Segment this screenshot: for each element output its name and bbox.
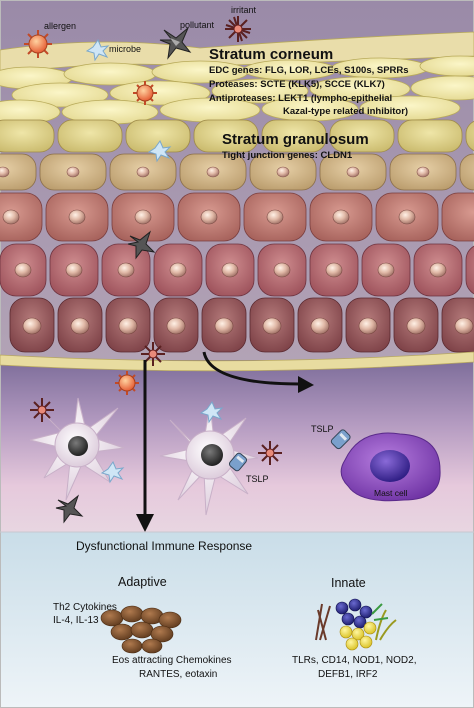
edc-genes-value: FLG, LOR, LCEs, S100s, SPRRs: [264, 65, 409, 76]
antiproteases-key: Antiproteases:: [209, 93, 276, 104]
antiproteases-value: LEKT1 (lympho-epithelial: [278, 93, 393, 104]
tslp-label-mast: TSLP: [311, 424, 334, 434]
granular-nuclei: [0, 166, 430, 178]
mast-cell-label: Mast cell: [374, 488, 408, 498]
tslp-receptor-icon-2: [330, 429, 351, 450]
pollutant-penetrating-icon: [127, 230, 156, 260]
allergen-penetrating-icon: [133, 81, 157, 105]
stratum-granulosum-title: Stratum granulosum: [222, 131, 369, 148]
tight-junction-key: Tight junction genes:: [222, 150, 318, 161]
epidermal-nuclei: [2, 209, 474, 335]
corneocyte-layer: [0, 31, 474, 125]
il4-il13-label: IL-4, IL-13: [53, 615, 99, 626]
pollutant-dermis-icon: [55, 494, 84, 524]
adaptive-title: Adaptive: [118, 575, 167, 589]
th2-cytokines-label: Th2 Cytokines: [53, 602, 117, 613]
dendritic-cell-2: [159, 404, 259, 516]
basement-membrane: [0, 351, 474, 372]
allergen-label: allergen: [44, 21, 77, 31]
innate-genes-line-2: DEFB1, IRF2: [318, 669, 378, 680]
edc-genes-line: EDC genes: FLG, LOR, LCEs, S100s, SPRRs: [209, 65, 409, 76]
dysfunctional-immune-response-title: Dysfunctional Immune Response: [76, 539, 253, 553]
curved-arrow-icon: [202, 351, 314, 393]
microbe-dermis-icon-2: [199, 400, 224, 424]
allergen-dermis-icon: [115, 371, 139, 395]
eos-chemokines-label: Eos attracting Chemokines: [112, 655, 232, 666]
microbe-label: microbe: [109, 44, 142, 54]
innate-cells-icon: [315, 598, 397, 651]
rantes-eotaxin-label: RANTES, eotaxin: [139, 669, 218, 680]
pollutant-label: pollutant: [180, 20, 215, 30]
edc-genes-key: EDC genes:: [209, 65, 263, 76]
dendritic-cell-1: [29, 397, 125, 501]
granular-layer-upper: [0, 119, 474, 153]
irritant-label: irritant: [231, 5, 257, 15]
mast-cell: [340, 432, 441, 502]
antiproteases-value-continued: Kazal-type related inhibitor): [283, 106, 409, 117]
proteases-value: SCTE (KLK5), SCCE (KLK7): [260, 79, 385, 90]
allergen-icon: [24, 30, 52, 58]
down-arrow-icon: [136, 360, 154, 532]
basal-layer: [9, 297, 474, 353]
innate-genes-line-1: TLRs, CD14, NOD1, NOD2,: [292, 655, 417, 666]
tslp-label-dendritic: TSLP: [246, 474, 269, 484]
proteases-key: Proteases:: [209, 79, 258, 90]
irritant-penetrating-icon: [141, 342, 165, 366]
proteases-line: Proteases: SCTE (KLK5), SCCE (KLK7): [209, 79, 385, 90]
microbe-penetrating-icon: [147, 139, 172, 163]
antiproteases-line: Antiproteases: LEKT1 (lympho-epithelial: [209, 93, 392, 104]
innate-title: Innate: [331, 576, 366, 590]
irritant-icon: [225, 16, 251, 42]
microbe-dermis-icon-1: [100, 460, 125, 484]
microbe-icon: [85, 38, 110, 62]
pollutant-icon: [159, 27, 192, 60]
tslp-receptor-icon-1: [228, 452, 248, 472]
irritant-dermis-icon-2: [258, 441, 282, 465]
tight-junction-value: CLDN1: [320, 150, 353, 161]
irritant-dermis-icon-1: [30, 398, 54, 422]
tight-junction-line: Tight junction genes: CLDN1: [222, 150, 352, 161]
th2-cells-icon: [100, 605, 182, 654]
stratum-corneum-title: Stratum corneum: [209, 46, 334, 63]
